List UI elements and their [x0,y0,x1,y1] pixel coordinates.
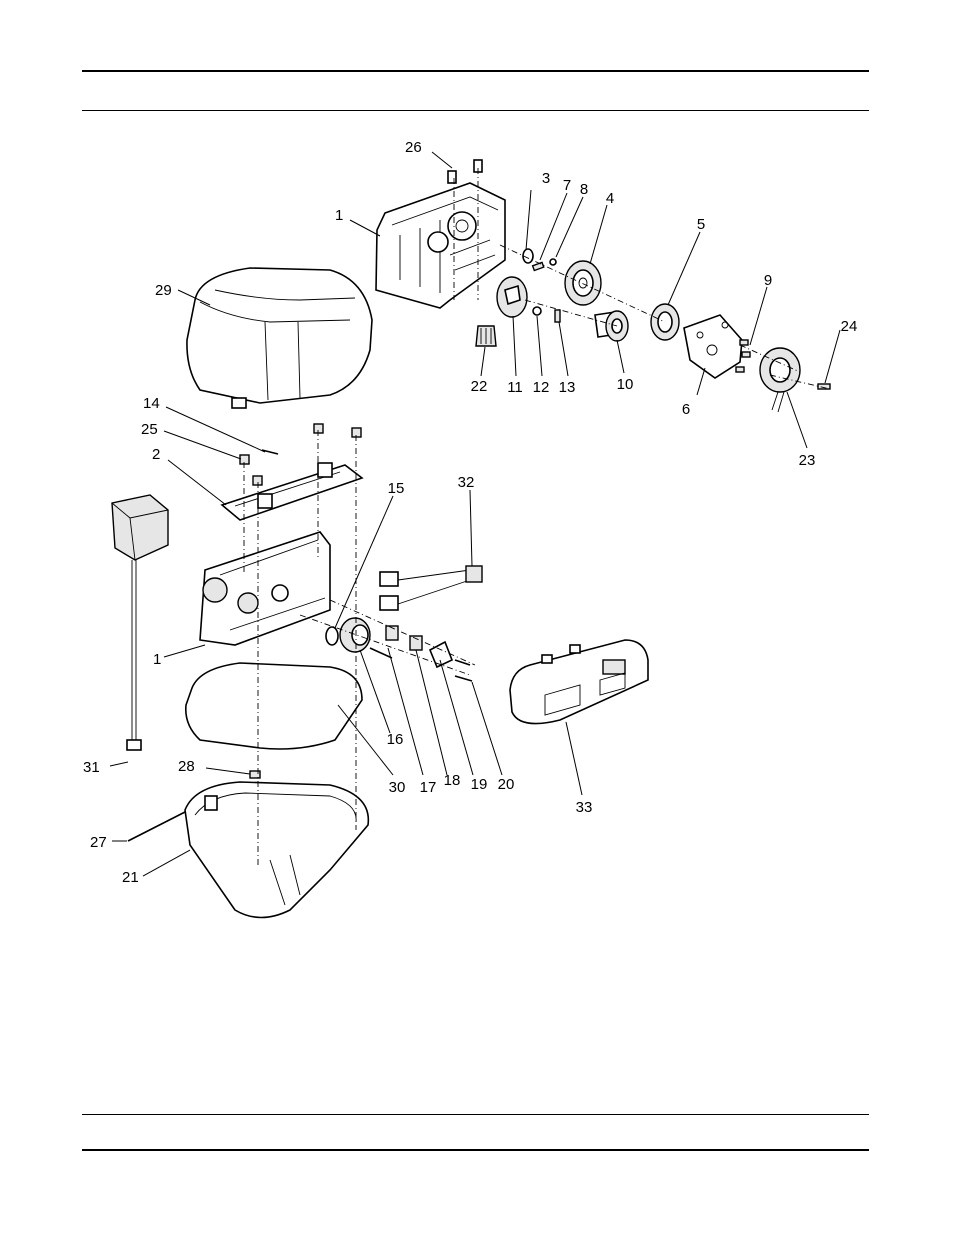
transformer-31 [112,495,168,750]
label-28: 28 [178,758,195,775]
label-29: 29 [155,282,172,299]
screw-28 [250,771,260,778]
rod-27 [128,812,185,841]
drive-bracket-lower [200,532,330,645]
label-14: 14 [143,395,160,412]
label-1b: 1 [153,651,161,668]
switch-harness-32 [380,566,482,610]
label-17: 17 [420,779,437,796]
label-33: 33 [576,799,593,816]
label-19: 19 [471,776,488,793]
label-6: 6 [682,401,690,418]
base-21 [185,782,368,918]
label-30: 30 [389,779,406,796]
label-8: 8 [580,181,588,198]
motor-plate-6 [684,315,742,378]
screw-24 [818,384,830,389]
cover [187,268,372,408]
gear-10 [595,311,628,341]
cam-11 [497,277,527,317]
label-22: 22 [471,378,488,395]
label-16: 16 [387,731,404,748]
drive-bracket-upper [376,160,505,308]
motor-23 [760,348,800,412]
label-26: 26 [405,139,422,156]
label-1a: 1 [335,207,343,224]
label-18: 18 [444,772,461,789]
label-27: 27 [90,834,107,851]
label-9: 9 [764,272,772,289]
gear-4 [565,261,601,305]
label-32: 32 [458,474,475,491]
control-panel-33 [510,640,648,724]
parts-17-20 [370,626,472,681]
label-25: 25 [141,421,158,438]
gasket-30 [186,663,362,749]
label-5: 5 [697,216,705,233]
label-10: 10 [617,376,634,393]
label-24: 24 [841,318,858,335]
label-23: 23 [799,452,816,469]
label-4: 4 [606,190,614,207]
label-13: 13 [559,379,576,396]
label-2: 2 [152,446,160,463]
piston-16 [340,618,370,652]
knob-22 [476,326,496,346]
top-plate-2 [222,463,362,520]
label-7: 7 [563,177,571,194]
label-11: 11 [507,379,523,396]
label-20: 20 [498,776,515,793]
label-3: 3 [542,170,550,187]
label-21: 21 [122,869,139,886]
o-ring-15 [326,627,338,645]
label-12: 12 [533,379,550,396]
small-fittings [523,249,556,271]
label-31: 31 [83,759,100,776]
label-15: 15 [388,480,405,497]
